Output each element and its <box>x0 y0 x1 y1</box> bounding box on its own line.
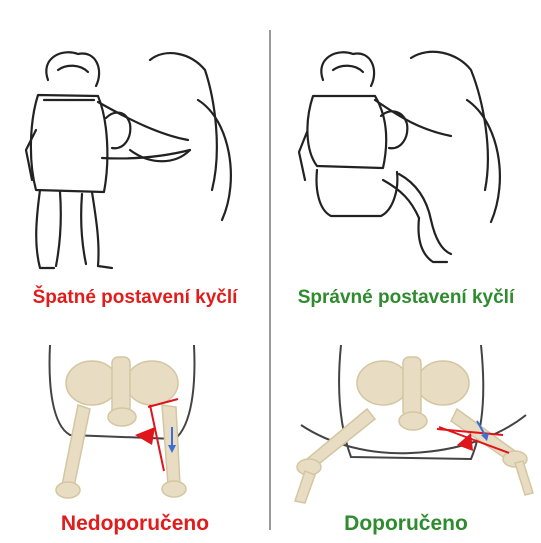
incorrect-verdict: Nedoporučeno <box>0 512 270 536</box>
correct-panel: Správné postavení kyčlí <box>271 0 541 543</box>
ergonomic-carrier-illustration <box>271 40 541 280</box>
correct-hip-xray <box>271 335 541 510</box>
correct-verdict: Doporučeno <box>271 512 541 536</box>
incorrect-heading: Špatné postavení kyčlí <box>0 287 270 309</box>
narrow-carrier-illustration <box>0 40 270 280</box>
incorrect-hip-xray <box>0 335 270 510</box>
incorrect-panel: Špatné postavení kyčlí Nedoporučeno <box>0 0 270 543</box>
correct-heading: Správné postavení kyčlí <box>271 287 541 309</box>
